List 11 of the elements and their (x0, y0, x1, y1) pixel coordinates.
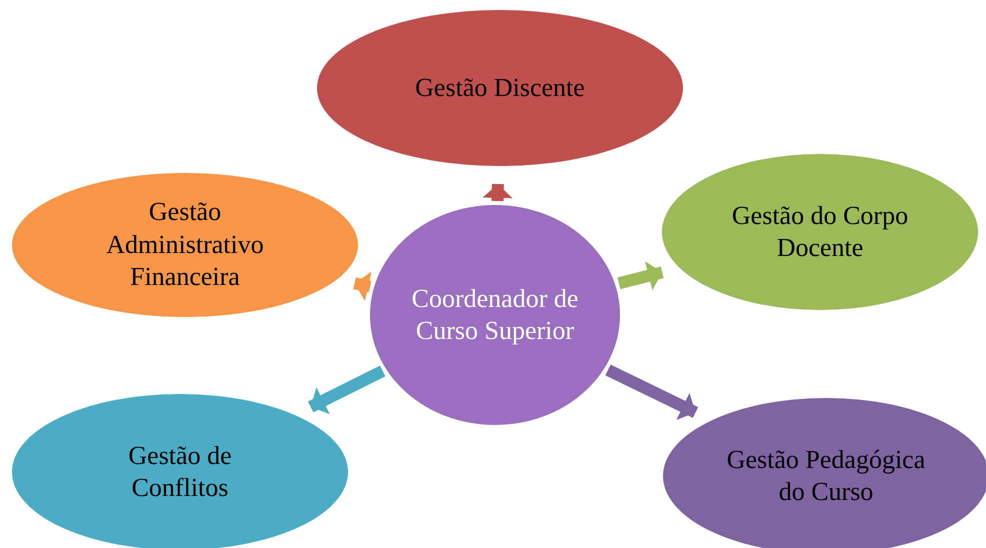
node-label: Gestão de Conflitos (127, 440, 233, 504)
block-arrow (308, 366, 386, 414)
block-arrow (605, 364, 698, 420)
block-arrow (353, 272, 372, 302)
block-arrow (617, 261, 664, 290)
node-label: Gestão do Corpo Docente (730, 200, 910, 264)
node-label: Gestão Administrativo Financeira (105, 196, 265, 294)
node-label: Gestão Discente (415, 72, 585, 104)
block-arrow (482, 184, 513, 202)
node-label: Gestão Pedagógica do Curso (726, 444, 926, 508)
node-label: Coordenador de Curso Superior (410, 282, 580, 347)
